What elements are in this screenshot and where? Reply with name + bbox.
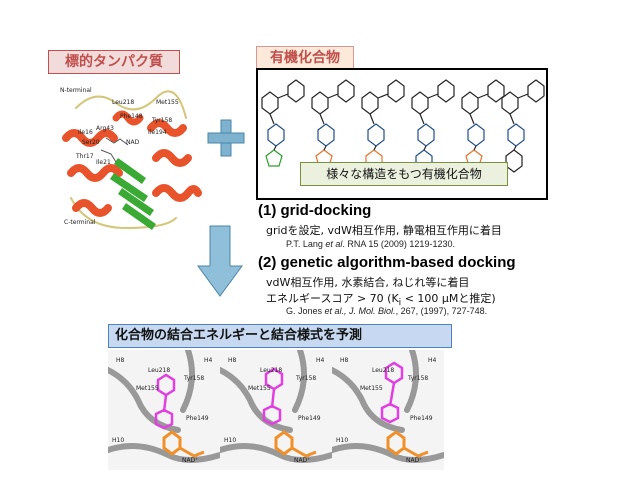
score-subscript: i	[398, 297, 402, 309]
nad-label: NAD⁺	[294, 457, 310, 464]
tyr158-label: Tyr158	[295, 375, 316, 382]
helix-h10-label: H10	[336, 437, 348, 444]
leu218-label: Leu218	[372, 367, 394, 374]
reference-italic: et al., J. Mol. Biol.	[324, 306, 396, 316]
score-text: < 100 μMと推定)	[401, 292, 496, 305]
residue-label: Tyr158	[151, 117, 172, 124]
residue-label: NAD	[126, 139, 140, 146]
down-arrow-icon	[197, 225, 243, 297]
met155-label: Met155	[360, 385, 383, 392]
plus-icon	[207, 119, 245, 157]
reference-italic: et al	[325, 239, 343, 249]
c-terminal-label: C-terminal	[64, 219, 96, 226]
protein-structure-image: N-terminal C-terminal Leu218 Met155 Phe1…	[56, 78, 202, 238]
energy-score-text: エネルギースコア > 70 (Ki < 100 μMと推定)	[266, 290, 496, 308]
nad-label: NAD⁺	[406, 457, 422, 464]
reference-text: . RNA 15 (2009) 1219-1230.	[342, 239, 455, 249]
residue-label: Met155	[156, 99, 179, 106]
phe149-label: Phe149	[410, 415, 433, 422]
helix-h10-label: H10	[224, 437, 236, 444]
docking-pose-panel-2: H8 H4 H10 NAD⁺ Met155 Tyr158 Phe149 Leu2…	[220, 350, 332, 470]
method1-description: gridを設定, vdW相互作用, 静電相互作用に着目	[266, 224, 502, 237]
n-terminal-label: N-terminal	[60, 87, 92, 94]
residue-label: Arg43	[96, 125, 114, 132]
helix-h4-label: H4	[204, 357, 213, 364]
docking-pose-panel-3: H8 H4 H10 NAD⁺ Met155 Tyr158 Phe149 Leu2…	[332, 350, 444, 470]
helix-h10-label: H10	[112, 437, 124, 444]
residue-label: Phe148	[120, 113, 143, 120]
leu218-label: Leu218	[260, 367, 282, 374]
method1-title: (1) grid-docking	[258, 202, 372, 219]
helix-h8-label: H8	[116, 357, 125, 364]
residue-label: Thr17	[75, 153, 94, 160]
residue-label: Ile194	[148, 129, 167, 136]
docking-pose-panel-1: H8 H4 H10 NAD⁺ Met155 Tyr158 Phe149 Leu2…	[108, 350, 220, 470]
residue-label: Leu218	[112, 99, 134, 106]
target-protein-label: 標的タンパク質	[48, 50, 180, 74]
reference-text: , 267, (1997), 727-748.	[395, 306, 488, 316]
prediction-label: 化合物の結合エネルギーと結合様式を予測	[108, 324, 452, 348]
score-text: エネルギースコア > 70 (K	[266, 292, 399, 305]
method2-title: (2) genetic algorithm-based docking	[258, 254, 516, 271]
organic-compound-label: 有機化合物	[256, 46, 354, 70]
residue-label: Ile16	[78, 129, 93, 136]
method1-reference: P.T. Lang et al. RNA 15 (2009) 1219-1230…	[286, 239, 455, 249]
helix-h8-label: H8	[228, 357, 237, 364]
phe149-label: Phe149	[298, 415, 321, 422]
residue-label: Ser20	[82, 139, 100, 146]
method2-description: vdW相互作用, 水素結合, ねじれ等に着目	[266, 276, 470, 289]
helix-h8-label: H8	[340, 357, 349, 364]
helix-h4-label: H4	[428, 357, 437, 364]
leu218-label: Leu218	[148, 367, 170, 374]
reference-text: P.T. Lang	[286, 239, 326, 249]
nad-label: NAD⁺	[182, 457, 198, 464]
phe149-label: Phe149	[186, 415, 209, 422]
reference-text: G. Jones	[286, 306, 325, 316]
tyr158-label: Tyr158	[407, 375, 428, 382]
helix-h4-label: H4	[316, 357, 325, 364]
compound-caption: 様々な構造をもつ有機化合物	[300, 162, 508, 186]
tyr158-label: Tyr158	[183, 375, 204, 382]
met155-label: Met155	[248, 385, 271, 392]
residue-label: Ile21	[96, 159, 111, 166]
method2-reference: G. Jones et al., J. Mol. Biol., 267, (19…	[286, 306, 487, 316]
met155-label: Met155	[136, 385, 159, 392]
